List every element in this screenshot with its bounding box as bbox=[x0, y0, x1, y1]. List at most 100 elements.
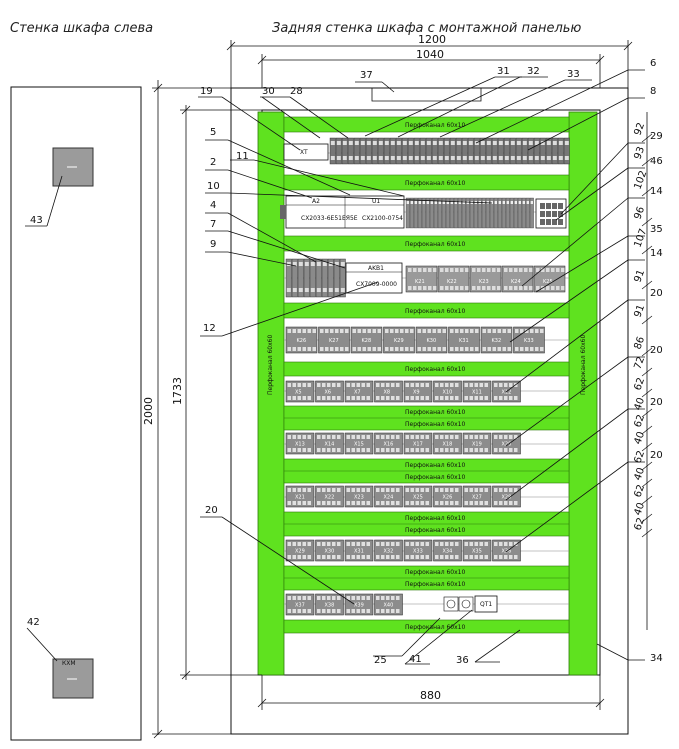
dim-width-outer: 1200 bbox=[418, 33, 446, 46]
svg-text:93: 93 bbox=[632, 145, 647, 161]
svg-text:X11: X11 bbox=[472, 390, 482, 396]
svg-text:X20: X20 bbox=[502, 442, 512, 448]
vertical-channel-left bbox=[257, 111, 285, 676]
vertical-channel-right bbox=[568, 111, 598, 676]
svg-text:41: 41 bbox=[409, 654, 422, 665]
svg-text:28: 28 bbox=[290, 86, 303, 97]
svg-text:X6: X6 bbox=[325, 390, 332, 396]
svg-text:11: 11 bbox=[236, 151, 249, 162]
svg-text:62: 62 bbox=[632, 516, 647, 532]
svg-text:X18: X18 bbox=[443, 442, 453, 448]
svg-text:X25: X25 bbox=[413, 495, 423, 501]
svg-text:K25: K25 bbox=[543, 279, 553, 285]
plc-label-u1: U1 bbox=[372, 198, 380, 205]
callout-numbers: 19 30 28 31 32 33 6 8 5 11 2 10 4 7 9 12… bbox=[200, 58, 663, 666]
svg-text:Перфоканал 60х10: Перфоканал 60х10 bbox=[405, 122, 465, 129]
svg-text:96: 96 bbox=[632, 205, 647, 221]
svg-text:Перфоканал 60х10: Перфоканал 60х10 bbox=[405, 624, 465, 631]
svg-text:12: 12 bbox=[203, 323, 216, 334]
terminal-k31 bbox=[448, 326, 480, 354]
vertical-channel-right-label: Перфоканал 60х60 bbox=[580, 335, 587, 395]
horizontal-channels bbox=[283, 116, 570, 634]
svg-text:K27: K27 bbox=[329, 338, 339, 344]
svg-text:92: 92 bbox=[632, 121, 647, 137]
left-wall-title: Стенка шкафа слева bbox=[10, 21, 153, 36]
terminal-k30 bbox=[415, 326, 448, 354]
plc-model-2: CX2100-0754 bbox=[362, 215, 403, 222]
svg-text:62: 62 bbox=[632, 376, 647, 392]
qt1-label: QT1 bbox=[480, 601, 492, 608]
dim-width-panel: 880 bbox=[420, 689, 441, 702]
svg-text:Перфоканал 60х10: Перфоканал 60х10 bbox=[405, 308, 465, 315]
row1-terminal-strip bbox=[329, 137, 570, 165]
svg-text:K28: K28 bbox=[362, 338, 372, 344]
terminal-k33 bbox=[513, 326, 545, 354]
svg-text:Перфоканал 60х10: Перфоканал 60х10 bbox=[405, 515, 465, 522]
back-wall-title: Задняя стенка шкафа с монтажной панелью bbox=[272, 21, 581, 36]
svg-text:X9: X9 bbox=[413, 390, 420, 396]
svg-text:34: 34 bbox=[650, 653, 663, 664]
svg-text:6: 6 bbox=[650, 58, 656, 69]
svg-text:14: 14 bbox=[650, 248, 663, 259]
svg-text:32: 32 bbox=[527, 66, 540, 77]
svg-text:Перфоканал 60х10: Перфоканал 60х10 bbox=[405, 527, 465, 534]
svg-text:K33: K33 bbox=[524, 338, 534, 344]
svg-text:X28: X28 bbox=[502, 495, 512, 501]
svg-text:7: 7 bbox=[210, 219, 216, 230]
callout-42: 42 bbox=[27, 617, 40, 628]
terminal-k27 bbox=[318, 326, 350, 354]
svg-text:X7: X7 bbox=[354, 390, 361, 396]
dim-height-total: 2000 bbox=[142, 397, 155, 425]
breaker-1 bbox=[443, 596, 459, 612]
svg-text:X17: X17 bbox=[413, 442, 423, 448]
svg-text:Перфоканал 60х10: Перфоканал 60х10 bbox=[405, 366, 465, 373]
akb1-title: AKB1 bbox=[368, 265, 384, 272]
svg-text:46: 46 bbox=[650, 156, 663, 167]
svg-text:X26: X26 bbox=[443, 495, 453, 501]
row1-tag: XT bbox=[300, 149, 308, 156]
svg-text:X12: X12 bbox=[502, 390, 512, 396]
terminal-k29 bbox=[383, 326, 415, 354]
callout-43: 43 bbox=[30, 215, 43, 226]
svg-text:9: 9 bbox=[210, 239, 216, 250]
svg-text:40: 40 bbox=[632, 430, 647, 446]
plc-model-1: CX2033-6Е51ЕЯ5Е bbox=[301, 215, 358, 222]
vertical-channel-left-label: Перфоканал 60х60 bbox=[267, 335, 274, 395]
breaker-2 bbox=[458, 596, 474, 612]
svg-text:35: 35 bbox=[650, 224, 663, 235]
svg-text:86: 86 bbox=[632, 335, 647, 351]
svg-text:62: 62 bbox=[632, 449, 647, 465]
svg-text:K21: K21 bbox=[415, 279, 425, 285]
svg-text:5: 5 bbox=[210, 127, 216, 138]
svg-text:K23: K23 bbox=[479, 279, 489, 285]
svg-text:40: 40 bbox=[632, 501, 647, 517]
svg-text:K29: K29 bbox=[394, 338, 404, 344]
svg-text:X19: X19 bbox=[472, 442, 482, 448]
svg-text:91: 91 bbox=[632, 303, 647, 319]
svg-text:K31: K31 bbox=[459, 338, 469, 344]
svg-text:X30: X30 bbox=[325, 549, 335, 555]
callout-leaders bbox=[198, 69, 645, 665]
plc-connector bbox=[280, 205, 286, 219]
dim-width-inner: 1040 bbox=[416, 48, 444, 61]
svg-text:Перфоканал 60х10: Перфоканал 60х10 bbox=[405, 474, 465, 481]
svg-text:X10: X10 bbox=[443, 390, 453, 396]
svg-text:4: 4 bbox=[210, 200, 216, 211]
svg-text:X29: X29 bbox=[295, 549, 305, 555]
svg-text:X27: X27 bbox=[472, 495, 482, 501]
svg-text:36: 36 bbox=[456, 655, 469, 666]
svg-text:X21: X21 bbox=[295, 495, 305, 501]
left-wall-panel bbox=[10, 86, 142, 741]
svg-text:X23: X23 bbox=[354, 495, 364, 501]
svg-text:X34: X34 bbox=[443, 549, 453, 555]
akb1-block bbox=[345, 262, 403, 294]
svg-text:19: 19 bbox=[200, 86, 213, 97]
svg-text:91: 91 bbox=[632, 268, 647, 284]
svg-text:Перфоканал 60х10: Перфоканал 60х10 bbox=[405, 421, 465, 428]
svg-text:62: 62 bbox=[632, 483, 647, 499]
